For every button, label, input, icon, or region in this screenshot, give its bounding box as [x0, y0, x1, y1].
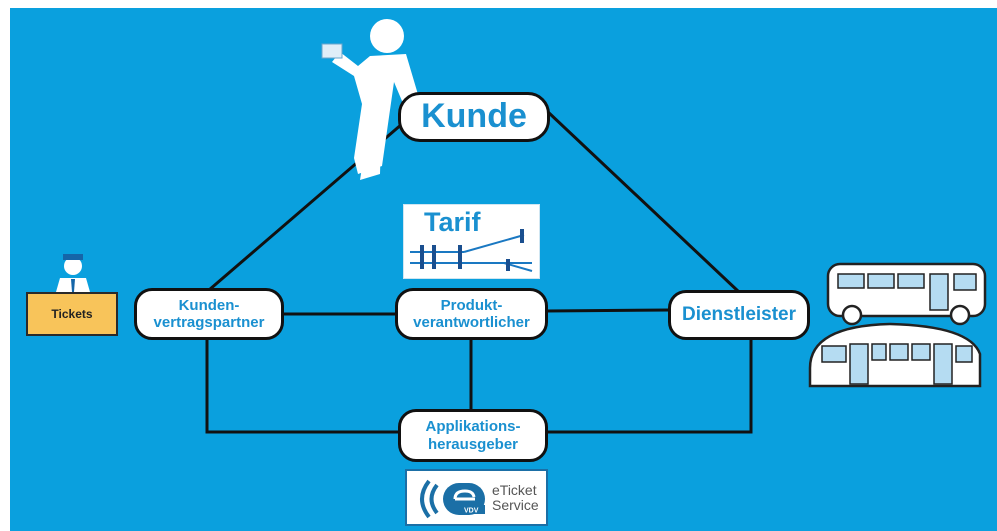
tarif-card: Tarif — [403, 204, 540, 279]
eticket-badge: VDV — [464, 508, 479, 515]
eticket-service-text: eTicket Service — [492, 482, 539, 513]
node-kunde-label: Kunde — [421, 97, 527, 136]
node-produktverantwortlicher: Produkt- verantwortlicher — [395, 288, 548, 340]
person-icon — [321, 19, 422, 180]
node-dienstleister-label: Dienstleister — [681, 304, 797, 326]
node-kunde: Kunde — [398, 92, 550, 142]
tarif-title: Tarif — [424, 207, 481, 237]
node-produktverantwortlicher-label: Produkt- verantwortlicher — [413, 296, 530, 331]
connection-lines — [56, 19, 987, 434]
ticket-desk-label: Tickets — [51, 307, 93, 321]
tram-icon — [808, 322, 982, 388]
edge-dl-ah — [546, 338, 753, 434]
eticket-wave-icon: VDV — [420, 479, 485, 519]
tarif-graph-icon — [410, 229, 533, 272]
node-applikationsherausgeber: Applikations- herausgeber — [398, 409, 548, 462]
node-dienstleister: Dienstleister — [668, 290, 810, 340]
node-kundenvertragspartner-label: Kunden- vertragspartner — [153, 296, 265, 331]
edge-pv-dl — [545, 308, 671, 313]
edge-kunde-dienstleister — [546, 110, 741, 294]
ticket-desk: Tickets — [26, 292, 118, 336]
node-kundenvertragspartner: Kunden- vertragspartner — [134, 288, 284, 340]
ticket-agent-icon — [56, 254, 90, 292]
bus-icon — [826, 262, 987, 326]
eticket-service-logo: VDV eTicket Service — [405, 469, 548, 526]
edge-kv-ah — [205, 338, 400, 434]
diagram-canvas: Kunde Kunden- vertragspartner Produkt- v… — [10, 8, 997, 531]
node-applikationsherausgeber-label: Applikations- herausgeber — [425, 418, 521, 453]
